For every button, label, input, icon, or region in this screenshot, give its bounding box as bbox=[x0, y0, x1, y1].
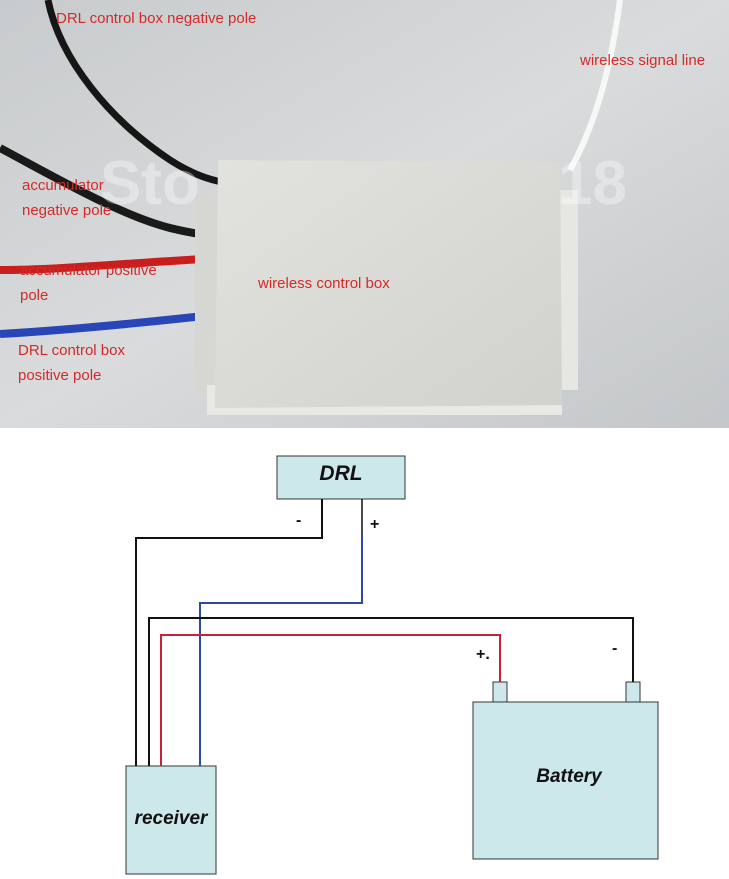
receiver-box bbox=[125, 765, 217, 875]
drl-minus-sign: - bbox=[296, 512, 302, 529]
drl-negative-wire bbox=[44, 0, 223, 186]
label-drl-negative-pole: DRL control box negative pole bbox=[56, 10, 257, 27]
label-accumulator-negative-pole: accumulator negative pole bbox=[22, 177, 112, 219]
label-wireless-signal-line: wireless signal line bbox=[580, 52, 706, 69]
label-wireless-control-box: wireless control box bbox=[258, 275, 390, 292]
label-drl-control-box-positive-pole: DRL control box positive pole bbox=[18, 342, 125, 384]
wire-battery-positive bbox=[160, 634, 501, 766]
drl-box bbox=[276, 455, 406, 500]
accumulator-positive-wire bbox=[0, 254, 223, 274]
wire-drl-positive bbox=[199, 536, 363, 766]
wireless-control-box bbox=[215, 160, 562, 408]
wireless-signal-wire bbox=[567, 0, 623, 172]
battery-label: Battery bbox=[536, 766, 602, 787]
receiver-label: receiver bbox=[134, 808, 208, 829]
product-photo: Sto 18 DRL control box negative pole wir… bbox=[0, 0, 729, 428]
watermark-right: 18 bbox=[558, 149, 627, 218]
wire-battery-negative bbox=[148, 617, 634, 766]
photo-illustration: Sto 18 bbox=[0, 0, 729, 428]
battery-plus-sign: +. bbox=[476, 646, 490, 663]
drl-plus-sign: + bbox=[370, 516, 380, 533]
label-accumulator-positive-pole: accumulator positive pole bbox=[20, 262, 157, 304]
battery-negative-terminal bbox=[625, 681, 641, 703]
watermark-left: Sto bbox=[100, 149, 200, 218]
wiring-diagram-svg bbox=[125, 455, 659, 875]
wiring-diagram: DRL receiver Battery - + +. - bbox=[0, 428, 729, 879]
battery-positive-terminal bbox=[492, 681, 508, 703]
battery-minus-sign: - bbox=[612, 640, 618, 657]
drl-label: DRL bbox=[319, 462, 363, 485]
wire-drl-negative bbox=[135, 499, 323, 766]
battery-box bbox=[472, 701, 659, 860]
